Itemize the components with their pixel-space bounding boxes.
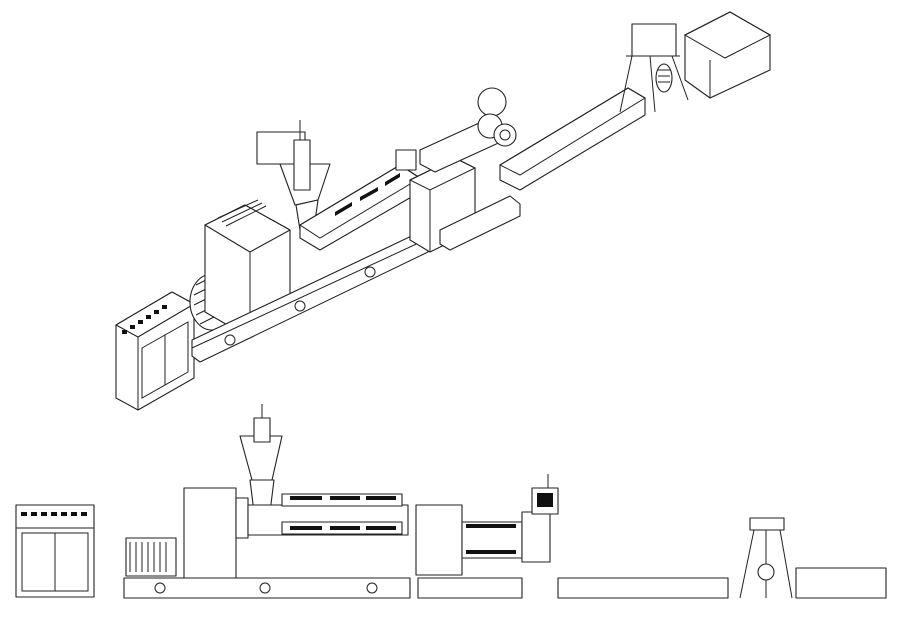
second-extruder-side xyxy=(415,474,559,599)
die-head-iso xyxy=(477,87,517,147)
pelletizer-stand-side xyxy=(739,517,793,599)
main-extruder-side xyxy=(123,404,411,599)
main-barrel-iso xyxy=(299,149,421,251)
control-cabinet-side xyxy=(15,504,95,598)
collection-bin-iso xyxy=(683,11,772,99)
side-elevation-view xyxy=(15,404,887,599)
collection-bin-side xyxy=(795,567,887,599)
pelletizer-stand-iso xyxy=(619,23,689,113)
control-cabinet-iso xyxy=(115,291,195,411)
hopper-feeder-iso xyxy=(256,120,331,231)
isometric-view xyxy=(115,11,772,411)
water-trough-iso xyxy=(498,87,646,191)
water-trough-side xyxy=(557,577,729,599)
